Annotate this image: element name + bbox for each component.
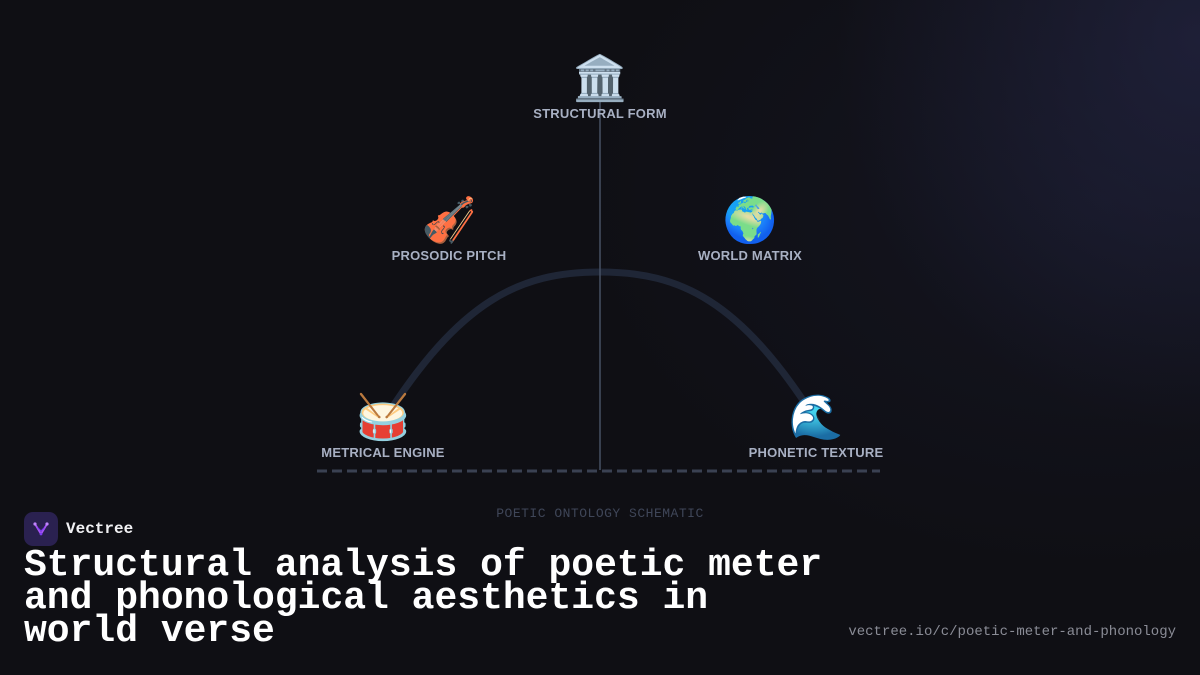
diagram-caption: POETIC ONTOLOGY SCHEMATIC	[496, 506, 704, 521]
node-label: WORLD MATRIX	[698, 248, 802, 263]
vectree-logo-icon	[24, 512, 58, 546]
node-label: PHONETIC TEXTURE	[748, 445, 884, 460]
node-label: PROSODIC PITCH	[391, 248, 507, 263]
drum-icon: 🥁	[355, 393, 411, 442]
node-label: METRICAL ENGINE	[321, 445, 445, 460]
node-metrical-engine: 🥁 METRICAL ENGINE	[283, 393, 483, 460]
classical-building-icon: 🏛️	[572, 54, 628, 103]
node-structural-form: 🏛️ STRUCTURAL FORM	[500, 54, 700, 121]
violin-icon: 🎻	[421, 196, 477, 245]
node-world-matrix: 🌍 WORLD MATRIX	[650, 196, 850, 263]
node-prosodic-pitch: 🎻 PROSODIC PITCH	[349, 196, 549, 263]
node-label: STRUCTURAL FORM	[533, 106, 667, 121]
brand-name: Vectree	[66, 520, 134, 538]
brand[interactable]: Vectree	[24, 512, 133, 546]
water-wave-icon: 🌊	[788, 393, 844, 442]
node-phonetic-texture: 🌊 PHONETIC TEXTURE	[716, 393, 916, 460]
page-title: Structural analysis of poetic meter and …	[24, 544, 823, 653]
page-url[interactable]: vectree.io/c/poetic-meter-and-phonology	[848, 624, 1176, 640]
globe-icon: 🌍	[722, 196, 778, 245]
